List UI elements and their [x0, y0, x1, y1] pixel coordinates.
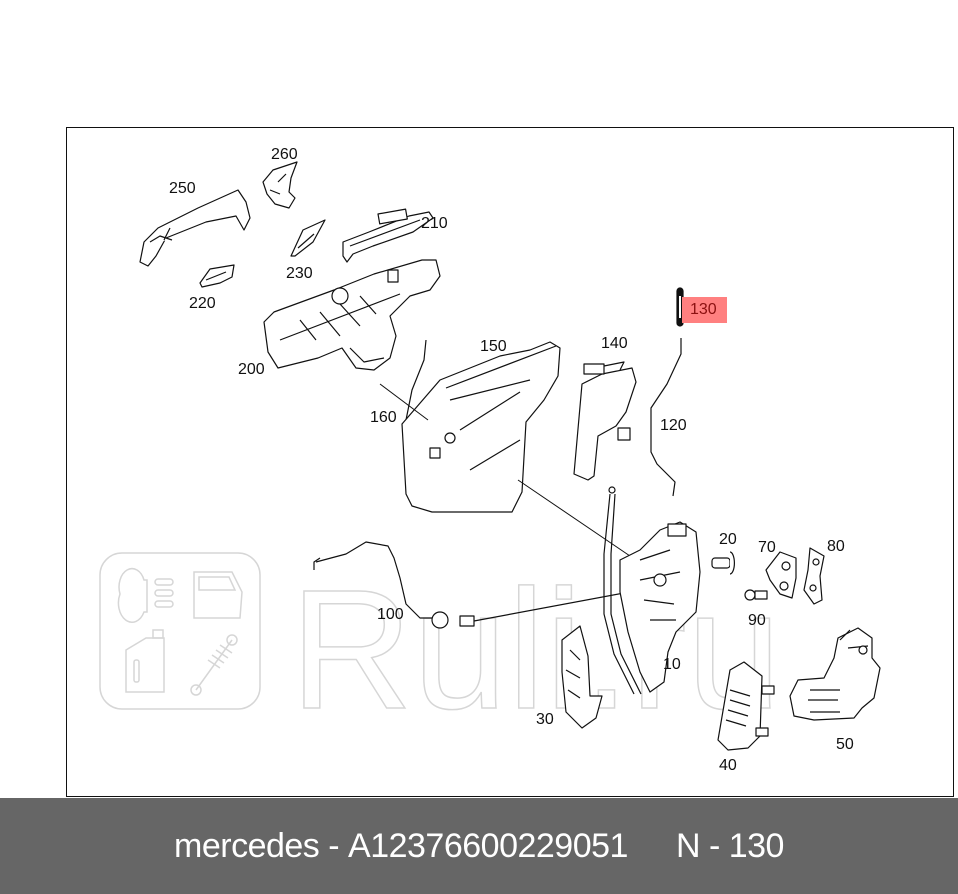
leader-line	[379, 383, 429, 421]
part-210-bracket	[342, 208, 434, 263]
part-label-40[interactable]: 40	[719, 757, 737, 774]
footer-bar: mercedes - A12376600229051 N - 130	[0, 798, 958, 894]
part-label-10[interactable]: 10	[663, 656, 681, 673]
part-label-30[interactable]: 30	[536, 711, 554, 728]
part-label-210[interactable]: 210	[421, 215, 448, 232]
part-150-inner-panel	[401, 341, 561, 513]
footer-position-prefix: N	[675, 826, 701, 865]
footer-position-number: 130	[728, 826, 785, 865]
part-label-20[interactable]: 20	[719, 531, 737, 548]
part-label-250[interactable]: 250	[169, 180, 196, 197]
part-260-cap	[262, 161, 298, 209]
part-label-220[interactable]: 220	[189, 295, 216, 312]
footer-part-number: A12376600229051	[348, 826, 628, 865]
part-label-160[interactable]: 160	[370, 409, 397, 426]
part-label-140[interactable]: 140	[601, 335, 628, 352]
part-label-80[interactable]: 80	[827, 538, 845, 555]
part-label-150[interactable]: 150	[480, 338, 507, 355]
part-140-guide	[573, 361, 637, 481]
part-120-rod	[650, 338, 682, 497]
part-230-gasket	[290, 219, 326, 257]
part-20-screw	[711, 551, 735, 575]
footer-brand: mercedes	[174, 826, 320, 865]
part-10-lock-actuator	[619, 521, 701, 693]
part-label-90[interactable]: 90	[748, 612, 766, 629]
part-label-70[interactable]: 70	[758, 539, 776, 556]
footer-separator: -	[328, 826, 340, 865]
part-label-130-highlighted[interactable]: 130	[682, 297, 727, 323]
footer-separator-2: -	[708, 826, 720, 865]
part-30-cover	[561, 625, 603, 729]
part-90-screw	[744, 589, 768, 601]
part-80-plate	[803, 547, 825, 605]
part-50-housing	[789, 627, 881, 721]
part-label-200[interactable]: 200	[238, 361, 265, 378]
part-label-120[interactable]: 120	[660, 417, 687, 434]
part-220-trim	[199, 264, 235, 288]
part-label-100[interactable]: 100	[377, 606, 404, 623]
part-label-50[interactable]: 50	[836, 736, 854, 753]
part-label-230[interactable]: 230	[286, 265, 313, 282]
part-40-module	[717, 661, 775, 751]
part-label-260[interactable]: 260	[271, 146, 298, 163]
part-250-outer-handle	[139, 189, 251, 267]
part-200-handle-carrier	[263, 259, 441, 371]
part-100-cable	[313, 541, 641, 629]
part-70-striker	[765, 551, 797, 599]
part-sheath-cable	[603, 486, 642, 695]
